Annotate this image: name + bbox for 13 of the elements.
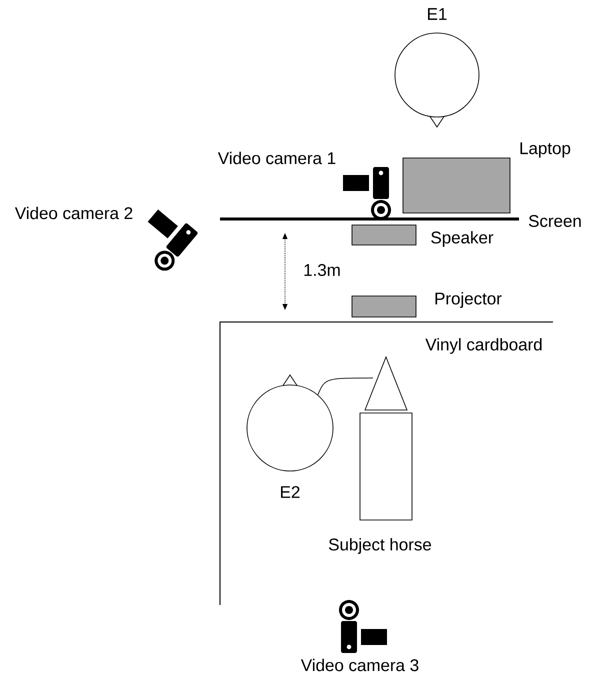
lead-rope <box>318 378 374 396</box>
node-label: Laptop <box>520 142 570 158</box>
node-label: Projector <box>436 292 502 308</box>
node-label: Subject horse <box>328 538 431 554</box>
camera-label: Video camera 2 <box>14 206 132 220</box>
camera-label: Video camera 1 <box>218 152 336 164</box>
dimension-label: 1.3m <box>304 264 340 276</box>
node-label: E2 <box>281 486 300 498</box>
wall-label: Vinyl cardboard <box>425 338 542 354</box>
node-label: E1 <box>428 8 447 20</box>
node-label: Speaker <box>431 231 494 247</box>
camera-label: Video camera 3 <box>300 658 418 672</box>
screen-label: Screen <box>528 215 581 227</box>
